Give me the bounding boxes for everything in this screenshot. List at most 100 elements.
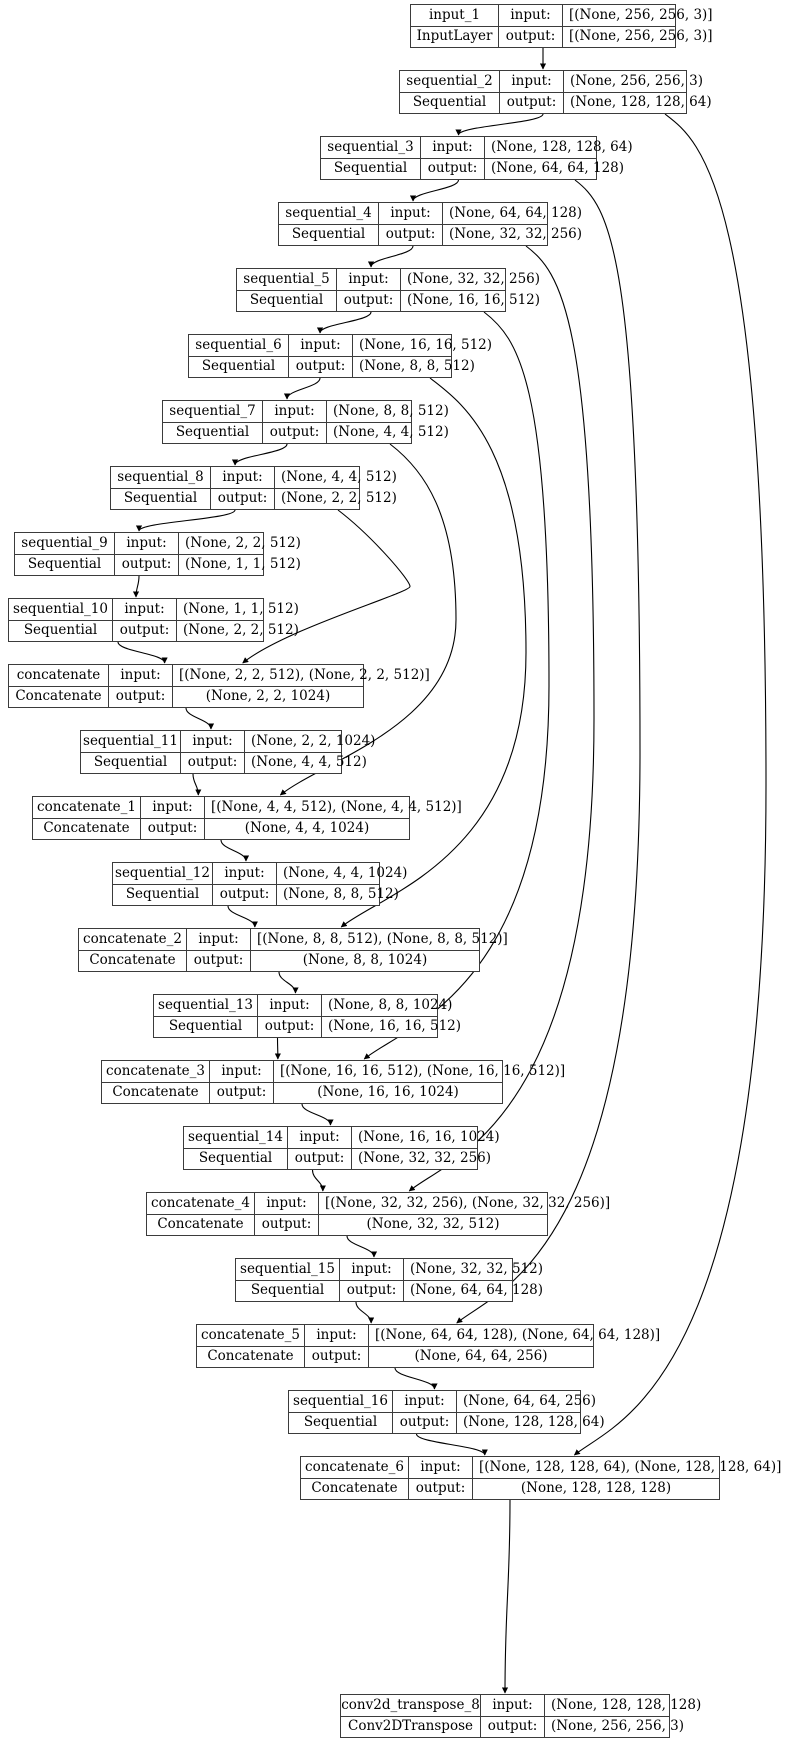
node-layer-class: Concatenate: [9, 686, 109, 707]
node-input-shape: (None, 64, 64, 256): [463, 1392, 597, 1409]
node-output-label: output:: [337, 290, 401, 311]
node-layer-class: Conv2DTranspose: [341, 1716, 481, 1737]
node-input-label: input:: [263, 401, 327, 422]
node-layer-name: sequential_4: [279, 203, 379, 224]
node-layer-class: Sequential: [111, 488, 211, 509]
edge-sequential_12-to-concatenate_2: [227, 905, 258, 928]
node-input-shape: (None, 2, 2, 1024): [251, 732, 376, 749]
node-output-label: output:: [211, 488, 275, 509]
node-layer-name: sequential_9: [15, 533, 115, 554]
node-output-shape: [(None, 256, 256, 3)]: [569, 28, 713, 44]
node-layer-class: Sequential: [279, 224, 379, 245]
edge-concatenate-to-sequential_11: [185, 707, 215, 730]
node-output-shape: (None, 16, 16, 512): [328, 1018, 462, 1034]
node-layer-class: Sequential: [189, 356, 289, 377]
node-input-label: input:: [210, 1061, 274, 1082]
node-output-shape: (None, 2, 2, 512): [281, 490, 397, 506]
node-layer-name: sequential_12: [113, 863, 213, 884]
node-layer-name: sequential_2: [400, 71, 500, 92]
node-output-shape: (None, 32, 32, 256): [449, 226, 583, 242]
node-output-label: output:: [379, 224, 443, 245]
node-layer-class: Concatenate: [197, 1346, 305, 1367]
node-layer-class: Sequential: [154, 1016, 258, 1037]
node-output-shape: (None, 8, 8, 512): [359, 358, 475, 374]
node-input-label: input:: [393, 1391, 457, 1412]
node-layer-name: concatenate_2: [79, 929, 187, 950]
node-layer-class: Concatenate: [79, 950, 187, 971]
edge-concatenate_2-to-sequential_13: [278, 971, 299, 994]
node-output-label: output:: [141, 818, 205, 839]
node-input-shape: (None, 4, 4, 1024): [283, 864, 408, 881]
node-layer-name: sequential_5: [237, 269, 337, 290]
node-output-label: output:: [481, 1716, 545, 1737]
edge-concatenate_6-to-conv2d_transpose_8: [501, 1499, 511, 1694]
node-output-label: output:: [340, 1280, 404, 1301]
node-input-shape: [(None, 16, 16, 512), (None, 16, 16, 512…: [280, 1062, 566, 1079]
node-input-label: input:: [213, 863, 277, 884]
node-output-label: output:: [213, 884, 277, 905]
node-layer-class: Concatenate: [102, 1082, 210, 1103]
node-input-label: input:: [421, 137, 485, 158]
node-layer-class: Sequential: [15, 554, 115, 575]
node-layer-name: sequential_3: [321, 137, 421, 158]
node-input-label: input:: [258, 995, 322, 1016]
node-output-shape: (None, 32, 32, 512): [366, 1216, 500, 1232]
node-input-label: input:: [109, 665, 173, 686]
node-layer-class: Sequential: [81, 752, 181, 773]
node-input-label: input:: [255, 1193, 319, 1214]
node-output-label: output:: [421, 158, 485, 179]
edge-sequential_6-to-concatenate_2: [340, 377, 527, 928]
node-input-shape: (None, 128, 128, 128): [551, 1696, 702, 1713]
node-input-shape: (None, 1, 1, 512): [183, 600, 299, 617]
node-input-shape: [(None, 8, 8, 512), (None, 8, 8, 512)]: [257, 930, 508, 947]
node-output-shape: (None, 4, 4, 512): [333, 424, 449, 440]
node-input-label: input:: [481, 1695, 545, 1716]
node-layer-class: Sequential: [184, 1148, 288, 1169]
node-input-shape: (None, 16, 16, 1024): [358, 1128, 500, 1145]
node-output-label: output:: [258, 1016, 322, 1037]
node-output-label: output:: [109, 686, 173, 707]
node-layer-name: sequential_10: [9, 599, 113, 620]
edge-sequential_2-to-concatenate_6: [573, 113, 767, 1456]
node-layer-class: Sequential: [400, 92, 500, 113]
edge-sequential_11-to-concatenate_1: [192, 773, 202, 796]
node-layer-class: Sequential: [9, 620, 113, 641]
node-output-shape: (None, 2, 2, 512): [183, 622, 299, 638]
